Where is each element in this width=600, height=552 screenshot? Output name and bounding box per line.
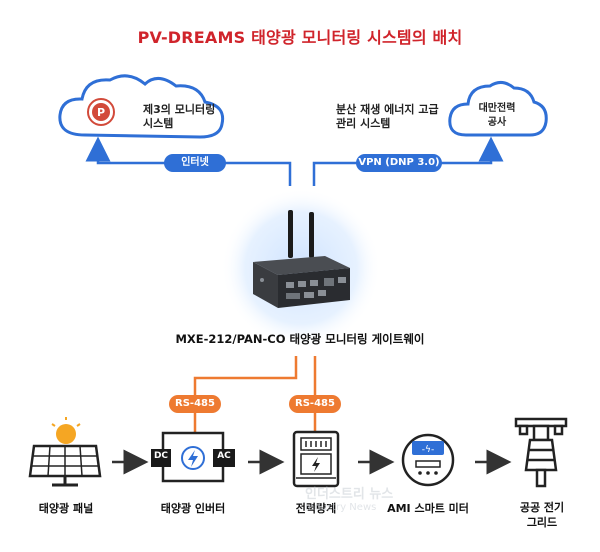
smart-meter-label: AMI 스마트 미터 [387,502,469,515]
cloud-right-side-line2: 관리 시스템 [336,117,391,130]
rs485-left-pill: RS-485 [169,395,221,413]
internet-pill: 인터넷 [164,154,226,172]
watermark-line1: 인더스트리 뉴스 [305,487,394,502]
gateway-device-icon [253,210,350,308]
rs485-right-pill: RS-485 [289,395,341,413]
energy-meter-label: 전력량계 [295,502,337,515]
cloud-left-label-line1: 제3의 모니터링 [143,103,216,116]
inverter-ac-label: AC [217,451,231,461]
svg-text:-ϟ-: -ϟ- [422,445,434,455]
diagram-title: PV-DREAMS 태양광 모니터링 시스템의 배치 [137,28,463,47]
inverter-label: 태양광 인버터 [160,502,226,515]
cloud-right-inner-line2: 공사 [487,117,507,128]
utility-grid-icon [514,417,568,488]
vpn-pill: VPN (DNP 3.0) [356,154,442,172]
solar-panel-label: 태양광 패널 [38,502,94,515]
cloud-left-label-line2: 시스템 [143,117,174,130]
rs485-lines [193,356,317,432]
utility-grid-label-line2: 그리드 [526,516,558,529]
cloud-right-icon [448,81,548,137]
cloud-right-inner-line1: 대만전력 [478,103,516,114]
watermark: 인더스트리 뉴스 Industry News [305,483,445,513]
energy-meter-icon [292,430,340,488]
cloud-right-side-line1: 분산 재생 에너지 고급 [336,103,439,116]
utility-grid-label: 공공 전기 그리드 [500,500,584,530]
gateway-caption: MXE-212/PAN-CO 태양광 모니터링 게이트웨이 [175,332,425,346]
inverter-dc-label: DC [153,451,169,461]
smart-meter-icon: -ϟ- [401,433,455,487]
inverter-icon [151,431,235,483]
cloud-left-icon: P [58,74,225,139]
cloud-right-inner-label: 대만전력 공사 [464,102,530,130]
cloud-right-side-label: 분산 재생 에너지 고급 관리 시스템 [336,103,466,131]
svg-text:P: P [97,106,105,119]
utility-grid-label-line1: 공공 전기 [519,501,565,514]
solar-panel-icon [28,417,102,487]
cloud-left-label: 제3의 모니터링 시스템 [143,103,263,131]
watermark-line2: Industry News [305,502,377,513]
